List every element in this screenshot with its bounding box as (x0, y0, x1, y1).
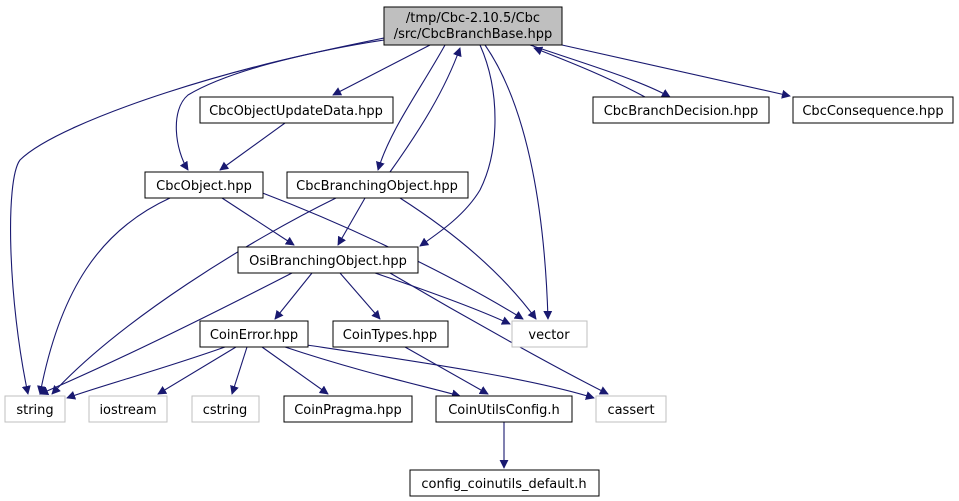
node-string[interactable]: string (4, 395, 66, 423)
node-label: cassert (607, 403, 654, 418)
node-cstring[interactable]: cstring (191, 395, 260, 423)
node-cbc-object[interactable]: CbcObject.hpp (144, 171, 264, 199)
root-node-line-1: /tmp/Cbc-2.10.5/Cbc (406, 11, 540, 26)
edge-osibr-to-cassert (389, 272, 609, 395)
node-label: vector (528, 328, 570, 343)
node-cbc-object-update-data[interactable]: CbcObjectUpdateData.hpp (199, 96, 394, 124)
node-label: CoinUtilsConfig.h (448, 403, 560, 418)
edge-coinerr-to-cstring (230, 346, 248, 395)
root-node-box (383, 6, 563, 46)
edge-coinerr-to-utilscfg (284, 346, 461, 399)
edge-coinerr-to-iostream (157, 346, 237, 395)
node-label: CbcBranchingObject.hpp (296, 179, 458, 194)
node-box (88, 395, 168, 423)
node-label: CbcObjectUpdateData.hpp (209, 104, 383, 119)
node-box (283, 395, 413, 423)
node-box (199, 96, 394, 124)
node-box (191, 395, 260, 423)
node-label: OsiBranchingObject.hpp (249, 254, 407, 269)
edge-coinerr-to-pragma (261, 346, 329, 395)
node-box (144, 171, 264, 199)
node-box (435, 395, 573, 423)
edge-root-to-osibr (419, 44, 496, 247)
edge-cbcbr-to-osibr (337, 197, 366, 246)
edge-root-to-brdec (529, 44, 671, 98)
edge-root-to-string (10, 39, 385, 395)
node-vector[interactable]: vector (511, 320, 588, 348)
node-coin-pragma[interactable]: CoinPragma.hpp (283, 395, 413, 423)
node-config-coinutils-default[interactable]: config_coinutils_default.h (409, 469, 600, 497)
edge-brdec-to-root (533, 46, 646, 98)
edge-root-to-objupd (332, 44, 431, 96)
edge-cbcobj-to-string (37, 197, 171, 395)
node-cbc-branching-object[interactable]: CbcBranchingObject.hpp (286, 171, 469, 199)
node-box (592, 96, 770, 124)
edge-coinerr-to-cassert (306, 344, 595, 400)
root-node-line-2: /src/CbcBranchBase.hpp (394, 27, 553, 42)
node-box (409, 469, 600, 497)
node-cbc-consequence[interactable]: CbcConsequence.hpp (792, 96, 954, 124)
edge-osibr-to-vector (374, 272, 511, 325)
node-label: CbcObject.hpp (156, 179, 252, 194)
node-coin-error[interactable]: CoinError.hpp (199, 320, 309, 348)
node-label: CbcBranchDecision.hpp (604, 104, 759, 119)
node-coin-utils-config[interactable]: CoinUtilsConfig.h (435, 395, 573, 423)
node-box (792, 96, 954, 124)
node-osi-branching-object[interactable]: OsiBranchingObject.hpp (237, 246, 419, 274)
node-box (595, 395, 667, 423)
node-box (237, 246, 419, 274)
node-cassert[interactable]: cassert (595, 395, 667, 423)
node-root-file[interactable]: /tmp/Cbc-2.10.5/Cbc /src/CbcBranchBase.h… (383, 6, 563, 46)
edge-cointypes-to-utilscfg (404, 346, 489, 395)
node-cbc-branch-decision[interactable]: CbcBranchDecision.hpp (592, 96, 770, 124)
edge-cbcbr-to-string (51, 197, 337, 395)
node-box (286, 171, 469, 199)
edge-cbcbr-to-vector (399, 197, 537, 320)
node-label: CoinError.hpp (210, 328, 298, 343)
edge-objupd-to-cbcobj (219, 122, 286, 171)
edge-cbcbr-to-root (389, 47, 462, 173)
node-label: CoinPragma.hpp (294, 403, 402, 418)
node-coin-types[interactable]: CoinTypes.hpp (332, 320, 449, 348)
node-label: cstring (203, 403, 247, 418)
edge-osibr-to-string (39, 272, 293, 395)
edge-coinerr-to-string (66, 346, 226, 400)
node-label: iostream (99, 403, 156, 418)
node-box (332, 320, 449, 348)
node-box (511, 320, 588, 348)
edge-cbcobj-to-osibr (221, 197, 295, 246)
edge-osibr-to-coinerr (274, 272, 313, 320)
node-box (199, 320, 309, 348)
node-label: CoinTypes.hpp (343, 328, 437, 343)
file-nodes: /tmp/Cbc-2.10.5/Cbc /src/CbcBranchBase.h… (4, 6, 954, 497)
node-box (4, 395, 66, 423)
edge-root-to-conseq (561, 44, 791, 99)
node-label: string (16, 403, 53, 418)
edge-osibr-to-cointypes (339, 272, 381, 320)
edge-root-to-cbcbr (376, 44, 446, 171)
node-label: CbcConsequence.hpp (802, 104, 943, 119)
node-iostream[interactable]: iostream (88, 395, 168, 423)
node-label: config_coinutils_default.h (421, 477, 586, 492)
edge-root-to-vector (484, 44, 553, 320)
